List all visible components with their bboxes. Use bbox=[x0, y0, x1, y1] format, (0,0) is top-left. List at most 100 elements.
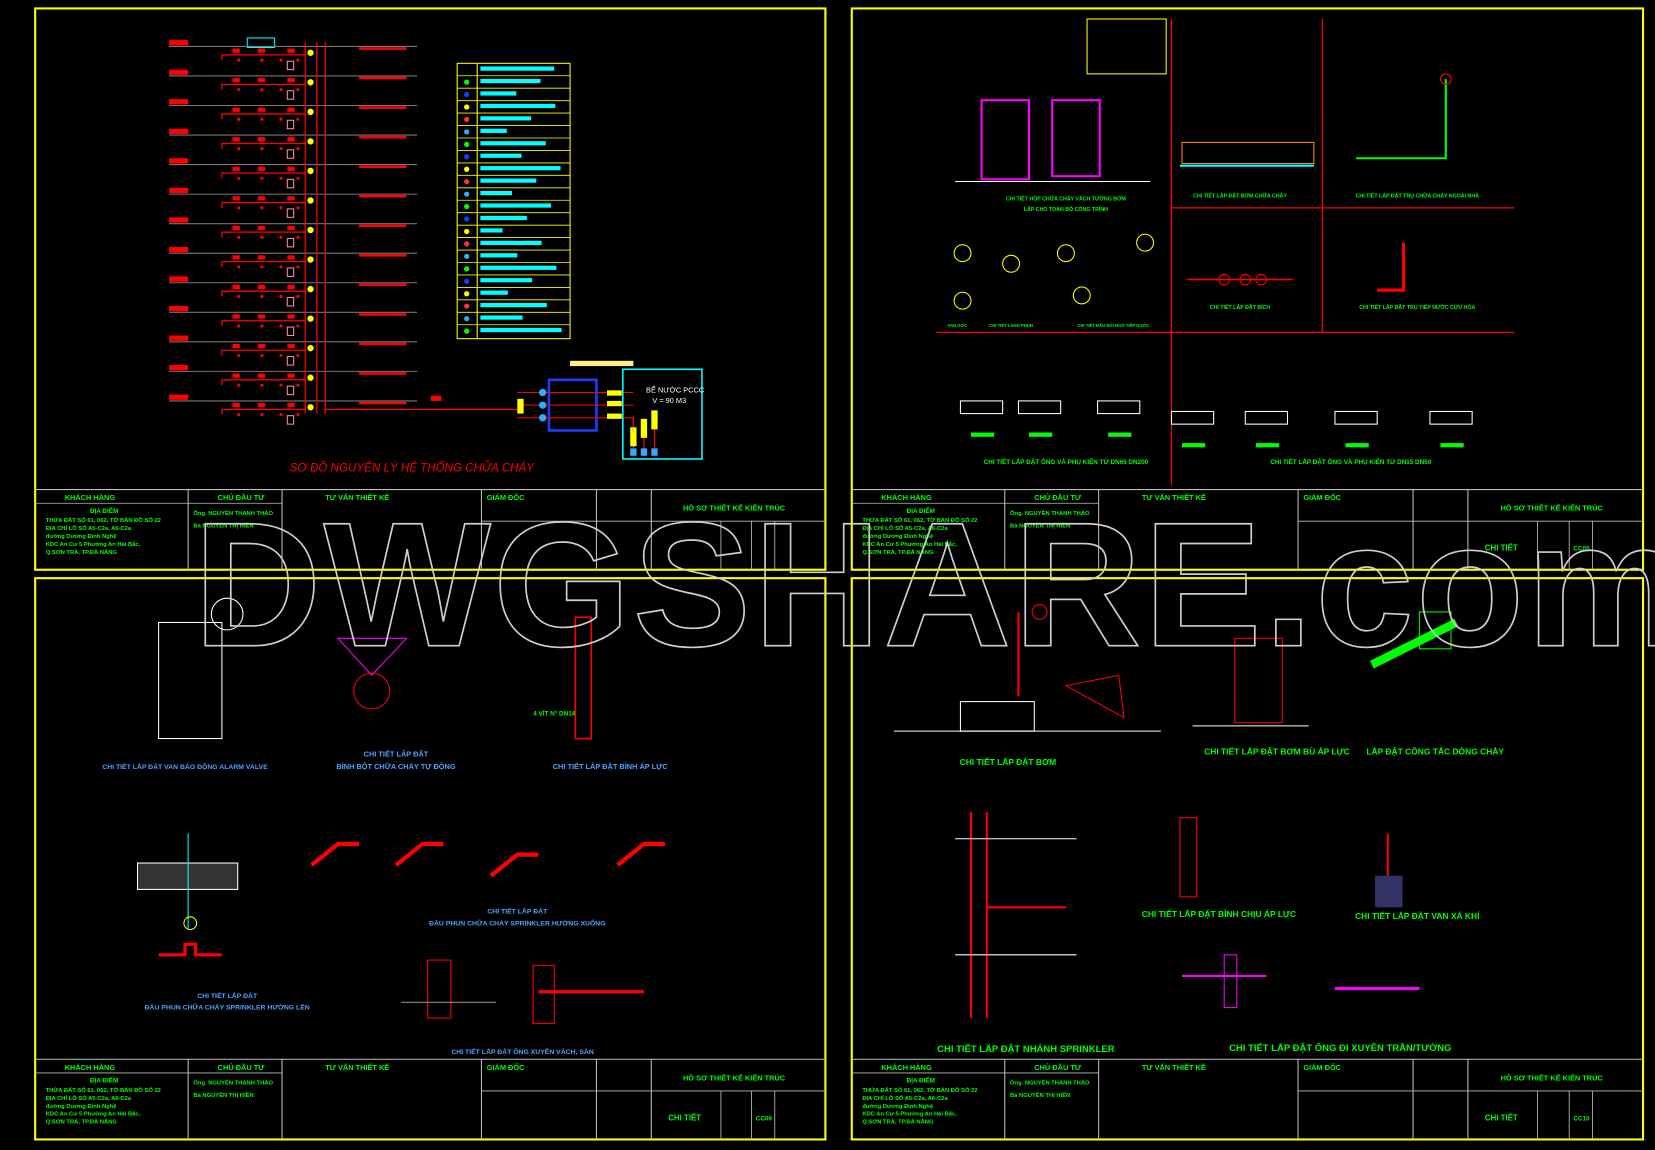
fitting-tag bbox=[1181, 443, 1206, 448]
sprinkler-head bbox=[287, 48, 295, 53]
sprinkler-drop bbox=[279, 413, 283, 417]
director-label: GIÁM ĐỐC bbox=[487, 1062, 525, 1072]
suction-fitting bbox=[1064, 674, 1125, 719]
inlet-pipe bbox=[1377, 242, 1406, 292]
sprinkler-head bbox=[183, 916, 198, 931]
sprinkler-head bbox=[257, 255, 266, 260]
sprinkler-head bbox=[287, 343, 295, 349]
branch-pipe bbox=[221, 113, 307, 120]
sprinkler-head bbox=[232, 403, 240, 408]
project-label: HỒ SƠ THIẾT KẾ KIẾN TRÚC bbox=[683, 1072, 786, 1082]
investor-label: CHỦ ĐẦU TƯ bbox=[218, 1062, 266, 1072]
floor-tag bbox=[169, 217, 189, 223]
gauge bbox=[1031, 604, 1048, 620]
address-line: Q.SƠN TRÀ, TP.ĐÀ NẴNG bbox=[46, 1119, 118, 1126]
sprinkler-drop bbox=[237, 206, 241, 210]
sprinkler-drop bbox=[296, 176, 300, 180]
valve bbox=[430, 395, 442, 401]
fitting-drawing bbox=[1136, 233, 1155, 252]
floor-tag bbox=[169, 246, 189, 253]
address-line: ĐỊA CHỈ LÔ SỐ A5-C2a, A6-C2a bbox=[862, 1094, 948, 1102]
detail-title: CHI TIẾT LẮP ĐẶT ỐNG VÀ PHỤ KIỆN TỪ DN65… bbox=[984, 456, 1149, 466]
sprinkler-drop bbox=[260, 235, 264, 239]
sprinkler-head bbox=[232, 78, 240, 83]
sprinkler-head bbox=[257, 314, 266, 319]
fitting-drawing bbox=[1072, 286, 1091, 305]
sprinkler-drop bbox=[296, 383, 300, 387]
address-line: KDC An Cư 5 Phường An Hải Bắc, bbox=[862, 541, 957, 548]
sprinkler-drop bbox=[279, 176, 283, 180]
detail-title: CHI TIẾT LẮP ĐẶT VAN XẢ KHÍ bbox=[1355, 910, 1480, 921]
floor-tag bbox=[169, 187, 189, 194]
sheet-border bbox=[850, 7, 1645, 571]
detail-title: CHI TIẾT LẮP ĐẶT TRỤ CHỮA CHÁY NGOÀI NHÀ bbox=[1356, 191, 1480, 199]
legend-table bbox=[1086, 18, 1167, 75]
sprinkler-head bbox=[232, 373, 240, 378]
sprinkler-drop bbox=[237, 294, 241, 299]
flow-switch bbox=[307, 197, 314, 204]
sprinkler-head bbox=[232, 48, 240, 53]
sprinkler-drop bbox=[260, 265, 264, 269]
project-label: HỒ SƠ THIẾT KẾ KIẾN TRÚC bbox=[1501, 1072, 1604, 1082]
legend-symbol-icon bbox=[464, 179, 470, 185]
address-line: Q.SƠN TRÀ, TP.ĐÀ NẴNG bbox=[862, 549, 934, 556]
detail-title: CHI TIẾT LẮP ĐẶT TRỤ TIẾP NƯỚC CỨU HỎA bbox=[1359, 303, 1475, 311]
sprinkler-drop bbox=[296, 294, 300, 299]
fitting-tag bbox=[1108, 432, 1132, 437]
investor-name: Bà NGUYỄN THỊ HIỀN bbox=[193, 523, 253, 530]
sprinkler-head bbox=[232, 343, 240, 349]
sprinkler-head bbox=[232, 255, 240, 260]
legend-symbol-icon bbox=[464, 315, 470, 322]
legend-symbol-icon bbox=[464, 116, 470, 123]
investor-name: Bà NGUYỄN THỊ HIỀN bbox=[1010, 523, 1070, 530]
legend-text-bar bbox=[480, 78, 541, 84]
detail-title: CHI TIẾT ĐẦU NỐI NGÕ TIẾP NƯỚC bbox=[1077, 323, 1149, 328]
hose-cabinet bbox=[286, 60, 295, 71]
legend-text-bar bbox=[480, 278, 533, 283]
address-line: ĐỊA CHỈ LÔ SỐ A5-C2a, A6-C2a bbox=[46, 1094, 132, 1102]
floor-tag bbox=[169, 40, 189, 46]
floor-tag bbox=[169, 365, 189, 371]
legend-symbol-icon bbox=[464, 328, 470, 334]
sprinkler-drop bbox=[279, 383, 283, 387]
flow-switch bbox=[307, 167, 314, 175]
fitting-drawing bbox=[1170, 410, 1215, 425]
legend-text-bar bbox=[480, 128, 507, 133]
branch-pipe bbox=[221, 54, 307, 61]
sprinkler-pipe-drawing bbox=[616, 841, 666, 867]
investor-name: Bà NGUYỄN THỊ HIỀN bbox=[1010, 1092, 1070, 1099]
hose-cabinet bbox=[1051, 99, 1101, 178]
legend-text-bar bbox=[480, 327, 562, 333]
location-label: ĐỊA ĐIỂM bbox=[907, 1075, 935, 1084]
legend-text-bar bbox=[480, 103, 556, 109]
legend-text-bar bbox=[480, 116, 532, 121]
sprinkler-drop bbox=[237, 147, 241, 151]
sprinkler-head bbox=[232, 314, 240, 319]
branch-pipe bbox=[221, 231, 307, 238]
address-line: THỬA ĐẤT SỐ 61, 062, TỜ BẢN ĐỒ SỐ 22 bbox=[46, 1086, 161, 1094]
wall-sleeve bbox=[427, 959, 452, 1019]
sprinkler-head bbox=[257, 107, 266, 112]
flow-switch bbox=[307, 374, 314, 381]
sprinkler-drop bbox=[237, 117, 241, 121]
sprinkler-head bbox=[257, 166, 266, 171]
investor-label: CHỦ ĐẦU TƯ bbox=[218, 492, 266, 502]
address-line: THỬA ĐẤT SỐ 61, 062, TỜ BẢN ĐỒ SỐ 22 bbox=[862, 516, 977, 524]
sprinkler-head bbox=[232, 137, 240, 142]
detail-title: BÌNH BỘT CHỮA CHÁY TỰ ĐỘNG bbox=[336, 762, 455, 771]
sprinkler-drop bbox=[260, 176, 264, 180]
sprinkler-drop bbox=[260, 147, 264, 151]
pump-drawing bbox=[1181, 141, 1315, 165]
tag bbox=[606, 400, 622, 407]
flow-switch bbox=[307, 108, 314, 115]
sprinkler-drop bbox=[260, 413, 264, 417]
pump-icon bbox=[538, 414, 547, 422]
sprinkler-head bbox=[287, 255, 295, 260]
sprinkler-drop bbox=[237, 58, 241, 62]
sprinkler-drop bbox=[296, 324, 300, 328]
floor-tag bbox=[169, 276, 189, 282]
client-label: KHÁCH HÀNG bbox=[881, 493, 932, 502]
sprinkler-branch bbox=[158, 942, 222, 957]
consultant-label: TƯ VẤN THIẾT KẾ bbox=[1142, 1062, 1206, 1072]
